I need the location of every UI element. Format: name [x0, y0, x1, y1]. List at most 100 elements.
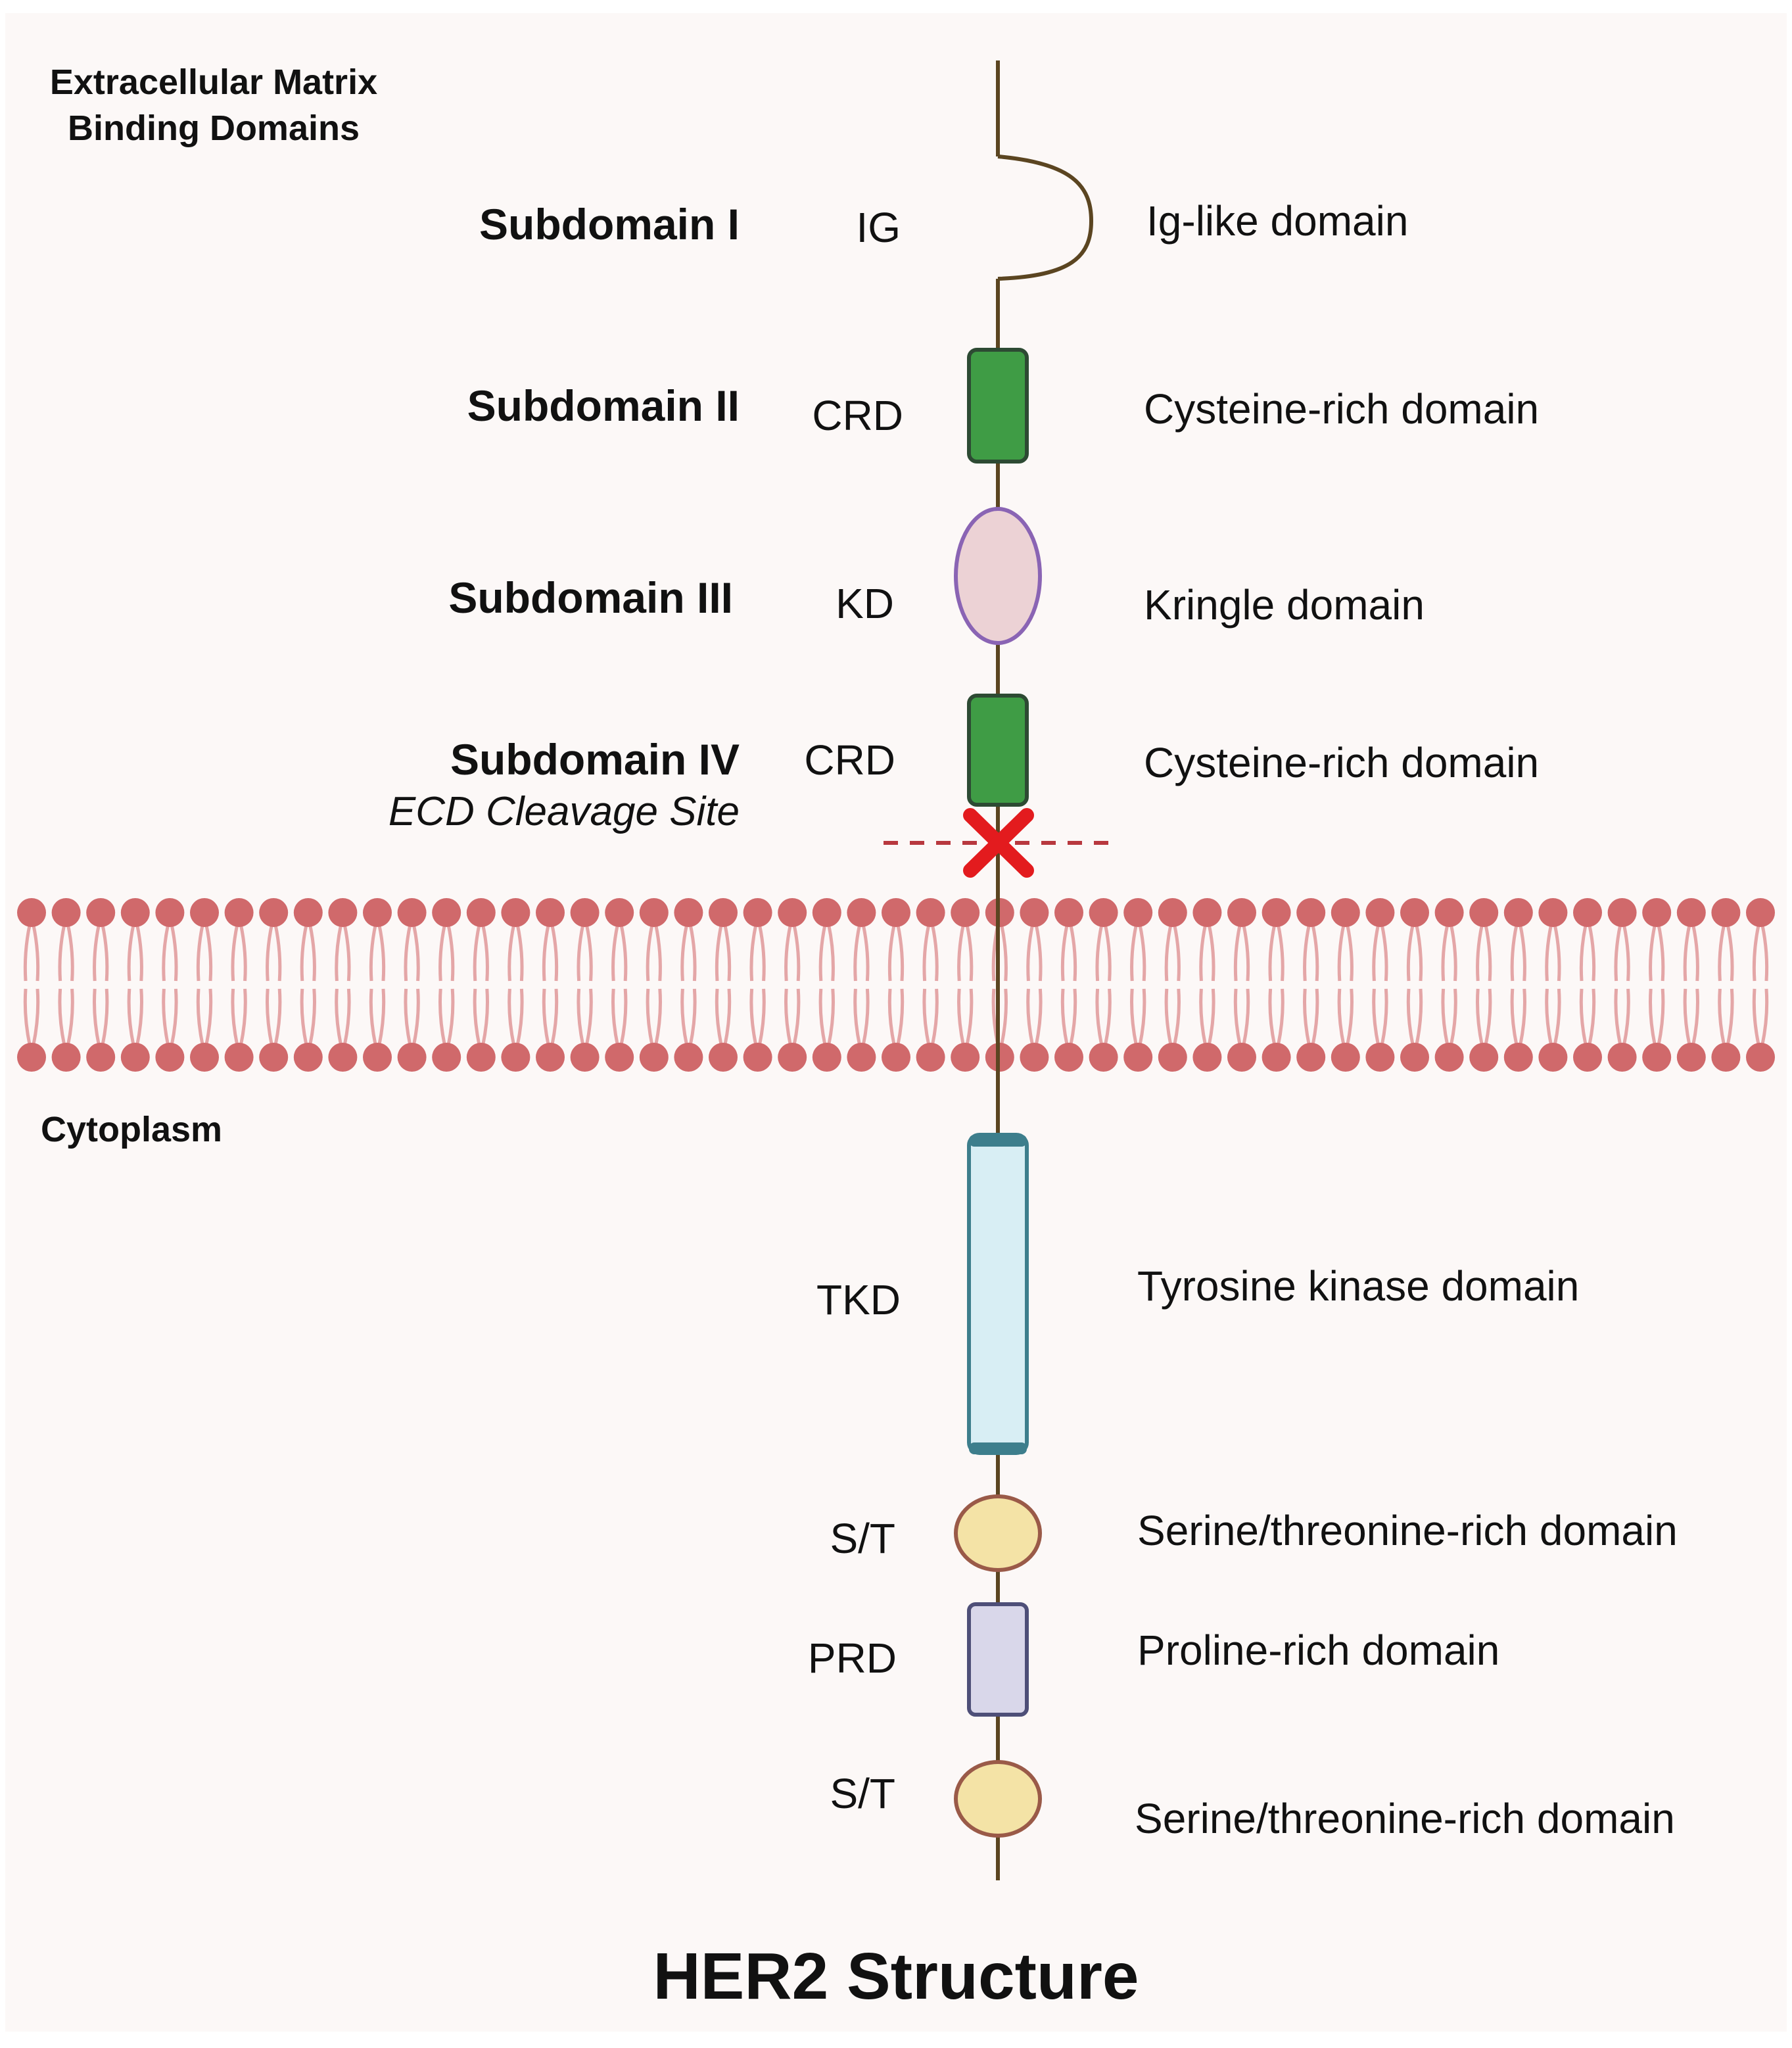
lipid-tail	[1683, 988, 1691, 1046]
lipid-tail	[1614, 924, 1622, 982]
lipid-tail	[239, 988, 247, 1046]
lipid-tail	[853, 924, 862, 982]
domain-desc-tkd: Tyrosine kinase domain	[1137, 1262, 1580, 1310]
lipid-tail	[377, 924, 386, 982]
lipid-tail	[266, 988, 273, 1046]
lipid-tail	[446, 924, 455, 982]
domain-desc-st-1: Serine/threonine-rich domain	[1137, 1507, 1678, 1554]
proline-rich-domain	[967, 1602, 1029, 1717]
lipid-tail	[646, 924, 654, 982]
lipid-tail	[515, 924, 524, 982]
lipid-tail	[135, 924, 143, 982]
lipid-tail	[1095, 988, 1104, 1046]
lipid-tail	[1691, 924, 1699, 982]
lipid-head	[432, 898, 461, 927]
lipid-head	[847, 1043, 876, 1072]
lipid-tail	[481, 924, 489, 982]
lipid-head	[570, 898, 600, 927]
lipid-head	[951, 1043, 980, 1072]
cleavage-x-stroke	[963, 808, 1034, 878]
lipid-head	[1089, 898, 1118, 927]
subdomain-iv-label: Subdomain IV	[450, 735, 740, 784]
lipid-head	[1642, 1043, 1672, 1072]
lipid-tail	[1138, 988, 1146, 1046]
lipid-tail	[1069, 988, 1077, 1046]
lipid-tail	[162, 924, 170, 982]
lipid-tail	[542, 924, 550, 982]
lipid-tail	[1242, 988, 1250, 1046]
lipid-tail	[101, 988, 109, 1046]
lipid-tail	[369, 924, 377, 982]
lipid-tail	[1683, 924, 1691, 982]
domain-desc-prd: Proline-rich domain	[1137, 1627, 1500, 1674]
lipid-tail	[66, 988, 74, 1046]
lipid-tail	[887, 924, 896, 982]
lipid-tail	[1484, 988, 1492, 1046]
extracellular-region-label: Extracellular Matrix Binding Domains	[26, 59, 401, 151]
lipid-head	[1365, 898, 1395, 927]
lipid-tail	[446, 988, 455, 1046]
lipid-tail	[1346, 924, 1354, 982]
lipid-tail	[1476, 924, 1484, 982]
lipid-head	[674, 1043, 703, 1072]
lipid-head	[397, 1043, 427, 1072]
cytoplasm-region-label: Cytoplasm	[41, 1110, 223, 1149]
lipid-tail	[170, 988, 178, 1046]
lipid-head	[1538, 898, 1568, 927]
lipid-tail	[1553, 988, 1561, 1046]
lipid-head	[1711, 1043, 1741, 1072]
lipid-head	[951, 898, 980, 927]
lipid-tail	[515, 988, 524, 1046]
lipid-tail	[784, 988, 792, 1046]
lipid-head	[743, 898, 772, 927]
lipid-tail	[1276, 924, 1285, 982]
lipid-head	[1158, 1043, 1187, 1072]
lipid-tail	[1233, 924, 1242, 982]
lipid-tail	[93, 988, 101, 1046]
lipid-tail	[611, 924, 619, 982]
lipid-tail	[749, 988, 758, 1046]
lipid-tail	[308, 924, 316, 982]
lipid-head	[1261, 898, 1291, 927]
lipid-tail	[1406, 988, 1415, 1046]
lipid-head	[1365, 1043, 1395, 1072]
lipid-head	[812, 898, 841, 927]
lipid-tail	[680, 988, 689, 1046]
lipid-tail	[818, 988, 827, 1046]
lipid-tail	[957, 988, 965, 1046]
lipid-head	[570, 1043, 600, 1072]
lipid-tail	[1545, 924, 1553, 982]
lipid-tail	[438, 924, 446, 982]
lipid-tail	[438, 988, 446, 1046]
lipid-head	[224, 1043, 254, 1072]
lipid-head	[1227, 1043, 1256, 1072]
lipid-tail	[1130, 988, 1138, 1046]
lipid-tail	[1553, 924, 1561, 982]
lipid-tail	[688, 924, 697, 982]
lipid-tail	[204, 988, 213, 1046]
lipid-tail	[1622, 924, 1630, 982]
lipid-head	[1607, 898, 1637, 927]
lipid-head	[1296, 898, 1326, 927]
domain-abbr-st-2: S/T	[830, 1770, 895, 1817]
lipid-tail	[1034, 924, 1043, 982]
lipid-tail	[1622, 988, 1630, 1046]
background-panel	[5, 13, 1787, 2032]
lipid-head	[1123, 898, 1153, 927]
lipid-tail	[965, 988, 974, 1046]
lipid-tail	[1406, 924, 1415, 982]
lipid-tail	[377, 988, 386, 1046]
lipid-tail	[196, 924, 204, 982]
lipid-tail	[127, 924, 135, 982]
kringle-domain	[954, 507, 1042, 645]
lipid-tail	[196, 988, 204, 1046]
lipid-tail	[577, 988, 585, 1046]
ig-like-loop	[997, 155, 1094, 281]
crd-domain-1	[967, 348, 1029, 464]
lipid-tail	[1311, 988, 1319, 1046]
domain-desc-kd: Kringle domain	[1144, 581, 1425, 629]
lipid-tail	[300, 988, 308, 1046]
lipid-head	[363, 1043, 392, 1072]
lipid-tail	[412, 924, 420, 982]
lipid-tail	[1207, 924, 1215, 982]
